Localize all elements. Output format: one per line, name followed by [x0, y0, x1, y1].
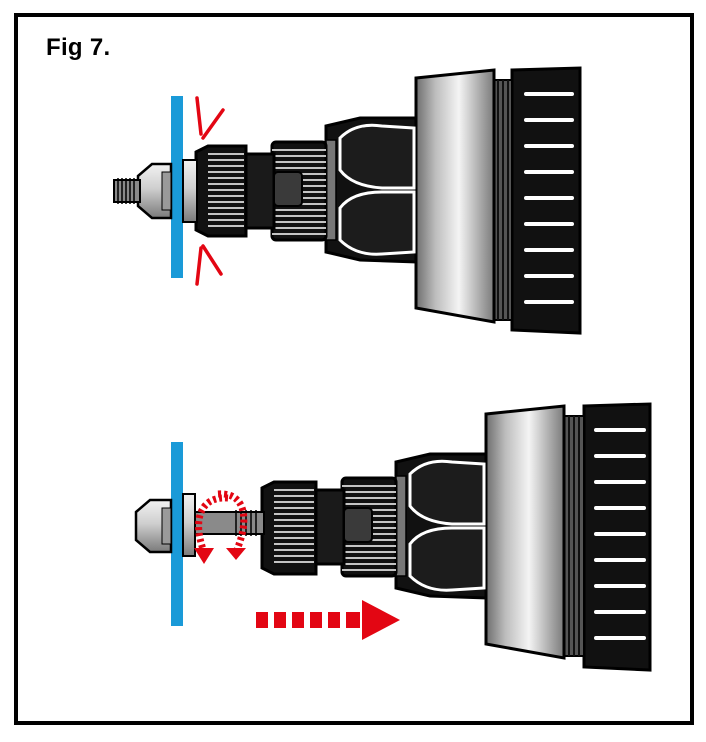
impact-lines-icon [195, 96, 225, 286]
nose-housing-bottom [394, 452, 488, 600]
collar-top [414, 68, 496, 324]
nose-housing-top [324, 116, 418, 264]
mandrel-top [113, 178, 141, 204]
rotation-arrowheads [194, 548, 246, 564]
figure-label: Fig 7. [46, 34, 111, 61]
grip-ribs-bottom [594, 428, 646, 640]
panel-bottom [171, 442, 183, 626]
grip-ribs-top [524, 92, 574, 304]
dashed-arrow-right-icon [256, 600, 400, 640]
front-nut-bottom [260, 480, 318, 576]
panel-top [171, 96, 183, 278]
collar-bottom [484, 404, 566, 660]
sleeve-top [244, 152, 303, 230]
front-nut-top [194, 144, 248, 238]
rotation-arrows-icon [195, 490, 248, 554]
bottom-illustration [134, 402, 652, 672]
rivet-nut-top [136, 159, 198, 223]
top-illustration [113, 66, 582, 335]
rivet-nut-bottom [134, 493, 196, 557]
drill-body-bottom [563, 402, 652, 672]
drill-body-top [493, 66, 582, 335]
